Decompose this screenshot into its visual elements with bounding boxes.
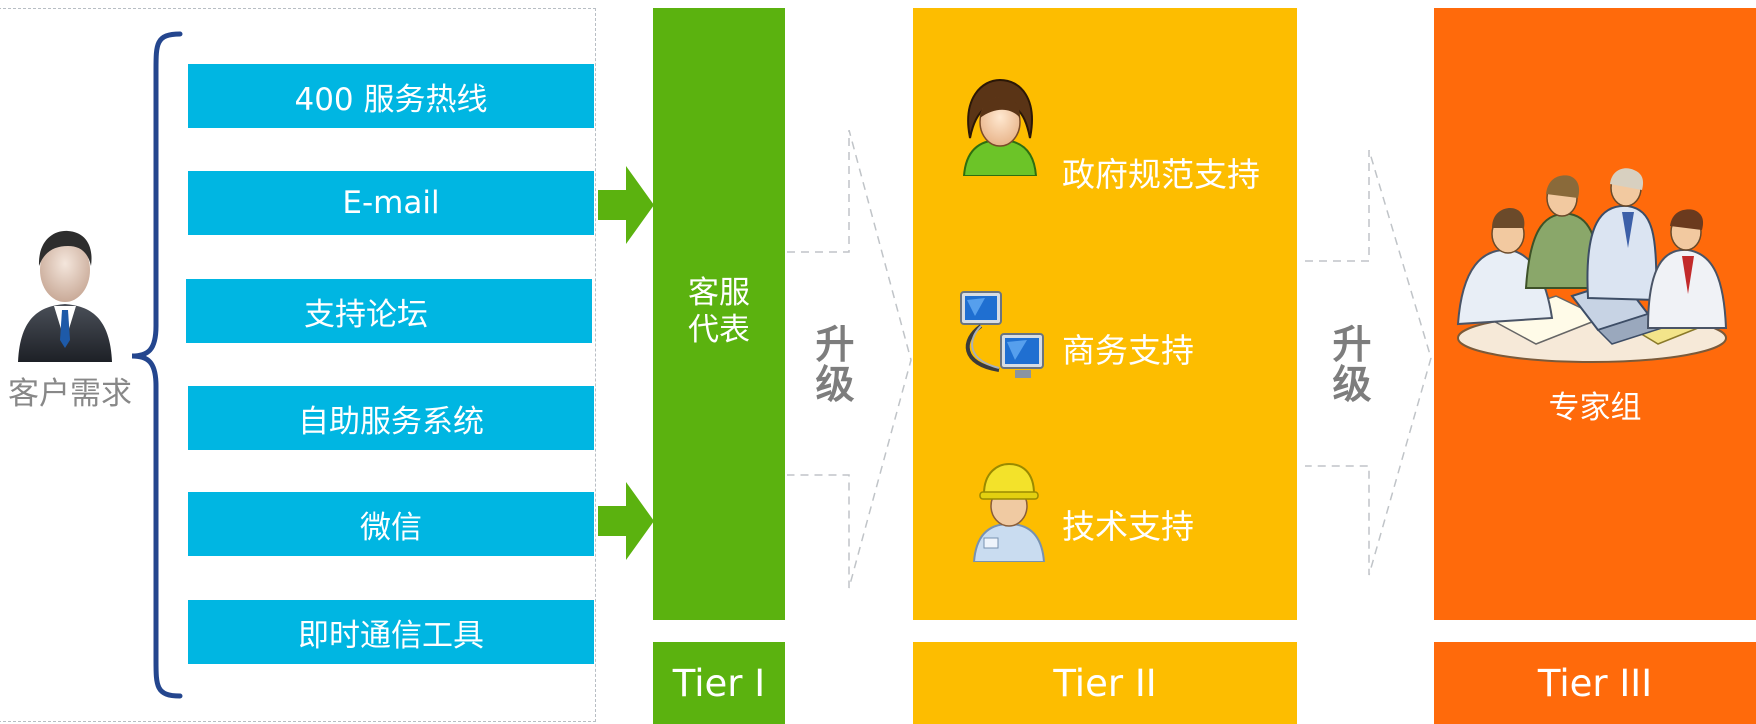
escalate-label: 升 级 — [815, 323, 855, 408]
escalate-arrow-icon — [787, 130, 912, 589]
tier1-panel — [653, 8, 785, 620]
brace — [131, 31, 183, 699]
tier2-badge: Tier II — [913, 642, 1297, 724]
arrow-right-icon — [598, 482, 654, 560]
expert-team-icon — [1452, 168, 1734, 368]
woman-avatar-icon — [960, 78, 1040, 177]
tier2-item-label: 政府规范支持 — [1062, 155, 1260, 194]
channel-im-tools: 即时通信工具 — [188, 600, 594, 664]
channels-group-frame — [0, 8, 596, 722]
channel-wechat: 微信 — [188, 492, 594, 556]
channel-forum: 支持论坛 — [186, 279, 592, 343]
tier3-label: 专家组 — [1548, 390, 1642, 426]
customer-label: 客户需求 — [8, 376, 132, 412]
engineer-hardhat-icon — [970, 460, 1048, 563]
tier1-label: 客服 代表 — [688, 275, 750, 348]
tier2-item-label: 商务支持 — [1062, 331, 1194, 370]
businessman-icon — [10, 222, 120, 362]
channel-email: E-mail — [188, 171, 594, 235]
tier3-badge: Tier III — [1434, 642, 1756, 724]
escalate-label: 升 级 — [1332, 323, 1372, 408]
escalate-arrow-icon — [1305, 150, 1432, 576]
networked-computers-icon — [955, 290, 1050, 382]
channel-self-service: 自助服务系统 — [188, 386, 594, 450]
tier2-item-label: 技术支持 — [1062, 507, 1194, 546]
tier1-badge: Tier I — [653, 642, 785, 724]
arrow-right-icon — [598, 166, 654, 244]
channel-hotline: 400 服务热线 — [188, 64, 594, 128]
